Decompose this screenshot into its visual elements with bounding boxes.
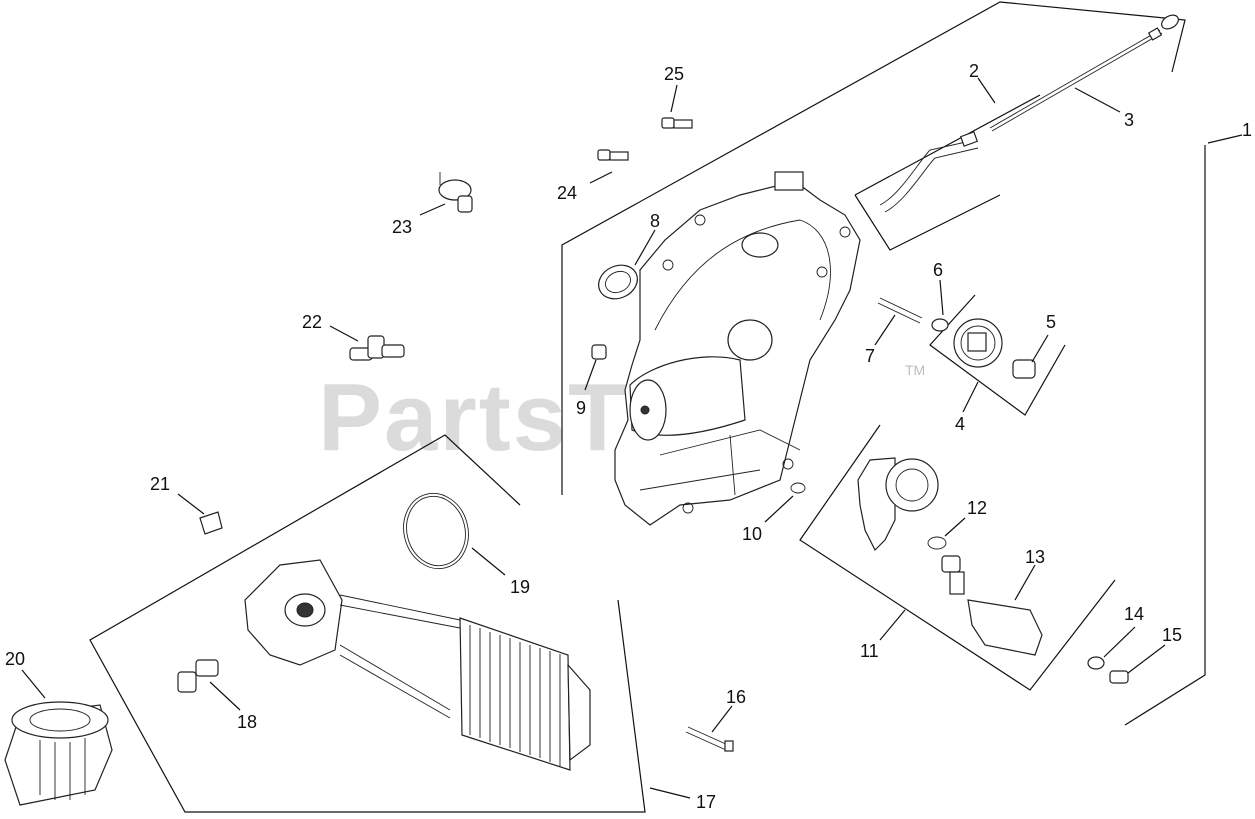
dipstick <box>989 14 1179 132</box>
o-ring-small <box>790 482 806 494</box>
callout-25: 25 <box>664 64 684 84</box>
watermark-trademark: TM <box>905 362 925 378</box>
callout-4: 4 <box>955 414 965 434</box>
callout-8: 8 <box>650 211 660 231</box>
o-ring-pump <box>927 536 947 550</box>
callout-21: 21 <box>150 474 170 494</box>
callout-18: 18 <box>237 712 257 732</box>
governor-gear <box>953 318 1003 368</box>
governor-shaft <box>1012 359 1036 379</box>
elbow-fitting <box>349 335 405 361</box>
callout-3: 3 <box>1124 110 1134 130</box>
washer <box>931 318 949 332</box>
gear-4-boundary <box>929 294 1066 416</box>
callout-22: 22 <box>302 312 322 332</box>
callout-14: 14 <box>1124 604 1144 624</box>
callout-23: 23 <box>392 217 412 237</box>
callout-12: 12 <box>967 498 987 518</box>
callout-10: 10 <box>742 524 762 544</box>
callout-5: 5 <box>1046 312 1056 332</box>
o-ring-large <box>403 492 469 570</box>
crankcase-cover <box>614 171 861 526</box>
callout-7: 7 <box>865 346 875 366</box>
oil-pump <box>857 457 939 552</box>
callout-16: 16 <box>726 687 746 707</box>
pipe-plug <box>591 344 607 360</box>
callout-20: 20 <box>5 649 25 669</box>
callout-2: 2 <box>969 61 979 81</box>
breather-valve <box>438 172 473 213</box>
callout-11: 11 <box>860 641 879 661</box>
callout-17: 17 <box>696 792 716 812</box>
drain-bolt <box>1109 670 1129 684</box>
dipstick-group-boundary <box>854 94 1041 251</box>
oil-filter <box>4 701 113 806</box>
oil-pump-11-boundary <box>799 424 1116 691</box>
callout-labels: 1 2 3 4 5 6 7 8 9 10 11 12 13 14 15 16 1… <box>5 61 1252 812</box>
oil-filter-nipple <box>177 659 219 693</box>
callout-24: 24 <box>557 183 577 203</box>
sealing-washer <box>1087 656 1105 670</box>
pickup-screen <box>941 555 1043 656</box>
callout-9: 9 <box>576 398 586 418</box>
oil-seal <box>598 264 638 300</box>
long-bolt <box>685 726 734 752</box>
callout-6: 6 <box>933 260 943 280</box>
hose-clip <box>199 511 223 535</box>
screw-25 <box>661 117 693 129</box>
oil-cooler-17-boundary <box>89 434 646 813</box>
assembly-1-boundary <box>561 1 1206 726</box>
callout-19: 19 <box>510 577 530 597</box>
governor-pin <box>877 297 923 324</box>
screw-24 <box>597 149 629 161</box>
callout-13: 13 <box>1025 547 1045 567</box>
oil-cooler <box>244 559 591 771</box>
callout-15: 15 <box>1162 625 1182 645</box>
leader-lines <box>21 77 1243 799</box>
dipstick-tube <box>879 131 979 213</box>
callout-1: 1 <box>1242 120 1252 140</box>
